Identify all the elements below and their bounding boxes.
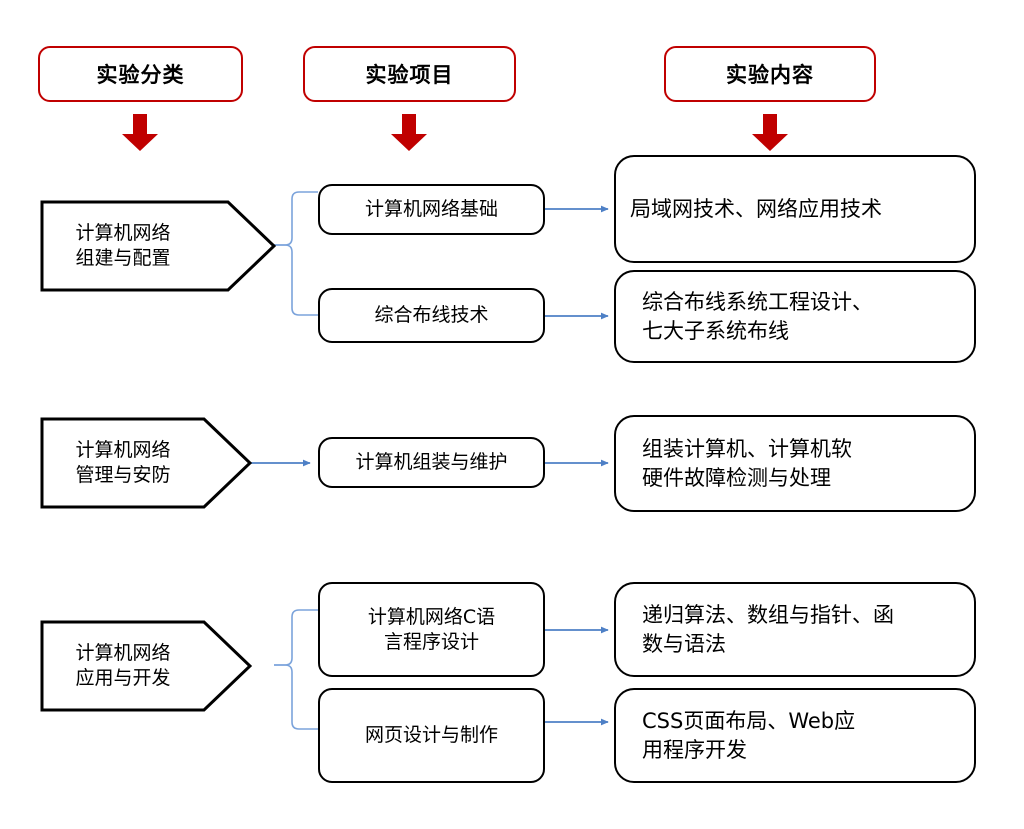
category-label: 计算机网络 管理与安防 <box>75 438 171 486</box>
header-experiment-category[interactable]: 实验分类 <box>38 46 243 102</box>
content-box-3-2[interactable]: CSS页面布局、Web应 用程序开发 <box>614 688 976 783</box>
content-label: 组装计算机、计算机软 硬件故障检测与处理 <box>642 437 852 490</box>
header-label: 实验分类 <box>96 63 185 87</box>
category-pentagon-3[interactable]: 计算机网络 应用与开发 <box>40 620 252 712</box>
content-label: 局域网技术、网络应用技术 <box>630 196 882 221</box>
connector-row1-brace <box>274 191 318 316</box>
header-experiment-content[interactable]: 实验内容 <box>664 46 876 102</box>
content-label: 递归算法、数组与指针、函 数与语法 <box>642 603 894 656</box>
content-box-3-1[interactable]: 递归算法、数组与指针、函 数与语法 <box>614 582 976 677</box>
content-label: 综合布线系统工程设计、 七大子系统布线 <box>642 290 873 343</box>
project-box-3-2[interactable]: 网页设计与制作 <box>318 688 545 783</box>
project-label: 综合布线技术 <box>374 304 489 327</box>
content-label: CSS页面布局、Web应 用程序开发 <box>642 709 856 762</box>
category-label: 计算机网络 组建与配置 <box>75 221 171 269</box>
content-box-2-1[interactable]: 组装计算机、计算机软 硬件故障检测与处理 <box>614 415 976 512</box>
content-box-1-2[interactable]: 综合布线系统工程设计、 七大子系统布线 <box>614 270 976 363</box>
header-experiment-project[interactable]: 实验项目 <box>303 46 516 102</box>
header-label: 实验内容 <box>726 63 814 87</box>
project-label: 计算机网络C语 言程序设计 <box>367 605 496 653</box>
connector-row3-brace <box>274 609 318 730</box>
project-label: 计算机网络基础 <box>364 198 498 221</box>
project-label: 网页设计与制作 <box>364 724 498 747</box>
content-box-1-1[interactable]: 局域网技术、网络应用技术 <box>614 155 976 263</box>
project-box-1-1[interactable]: 计算机网络基础 <box>318 184 545 235</box>
red-down-arrow-icon-category <box>121 114 159 152</box>
category-pentagon-1[interactable]: 计算机网络 组建与配置 <box>40 200 276 292</box>
category-label: 计算机网络 应用与开发 <box>75 641 171 689</box>
connector-row3-links <box>545 626 609 726</box>
header-label: 实验项目 <box>365 63 454 87</box>
project-label: 计算机组装与维护 <box>355 451 508 474</box>
project-box-1-2[interactable]: 综合布线技术 <box>318 288 545 343</box>
project-box-2-1[interactable]: 计算机组装与维护 <box>318 437 545 488</box>
red-down-arrow-icon-content <box>751 114 789 152</box>
category-pentagon-2[interactable]: 计算机网络 管理与安防 <box>40 417 252 509</box>
project-box-3-1[interactable]: 计算机网络C语 言程序设计 <box>318 582 545 677</box>
red-down-arrow-icon-project <box>390 114 428 152</box>
connector-row1-links <box>545 205 609 320</box>
